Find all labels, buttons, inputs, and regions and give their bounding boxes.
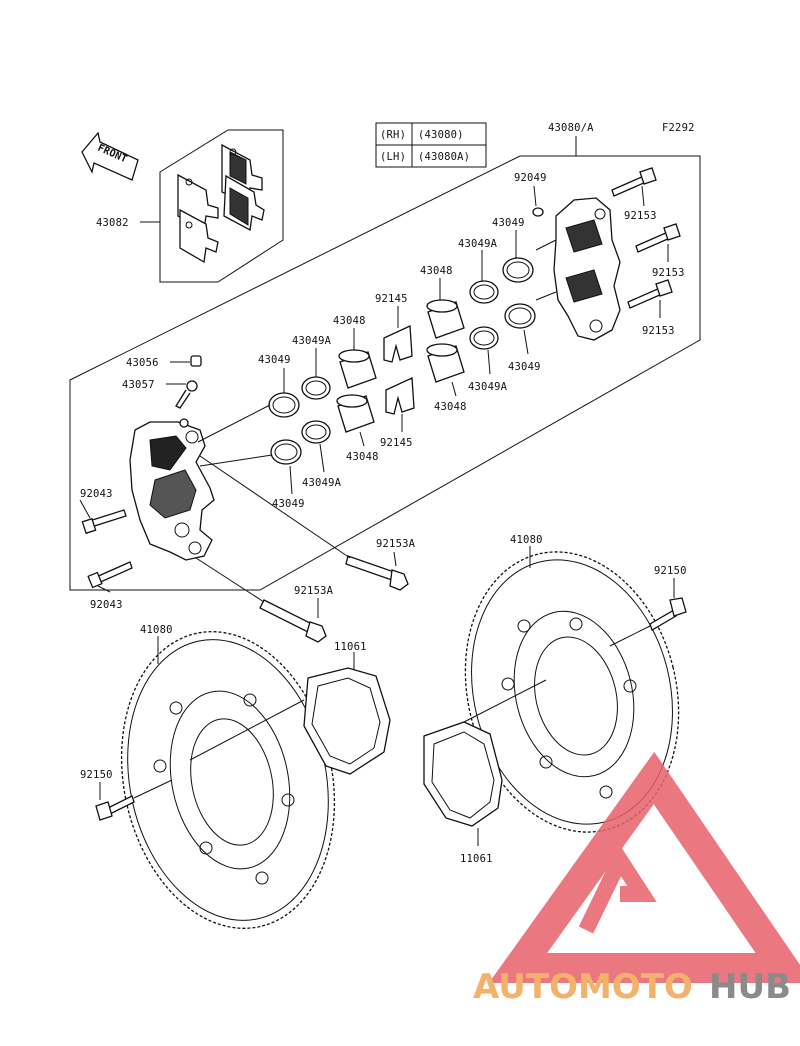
label-bleeder: 43057 bbox=[122, 379, 155, 391]
label-seal-43049a-3: 43049A bbox=[458, 238, 498, 250]
ring-92049 bbox=[532, 207, 544, 217]
disc-left bbox=[120, 631, 336, 929]
bleeder-cap bbox=[190, 355, 202, 367]
caliper-body-right bbox=[553, 197, 621, 341]
legend-part-rh: (43080) bbox=[418, 129, 464, 141]
seal-43049-1 bbox=[268, 392, 300, 418]
label-spring-92145-2: 92145 bbox=[380, 437, 413, 449]
label-disc-right: 41080 bbox=[510, 534, 543, 546]
label-shim-right: 11061 bbox=[460, 853, 493, 865]
seal-43049a-1 bbox=[301, 376, 331, 400]
label-bolt-92153a-2: 92153A bbox=[294, 585, 334, 597]
label-shim-left: 11061 bbox=[334, 641, 367, 653]
seal-43049-2 bbox=[270, 439, 302, 465]
bolt-92153-2 bbox=[635, 223, 681, 253]
figure-code: F2292 bbox=[662, 122, 695, 134]
label-bolt-92153a-1: 92153A bbox=[376, 538, 416, 550]
seal-43049-3 bbox=[502, 257, 534, 283]
label-spring-92145-1: 92145 bbox=[375, 293, 408, 305]
legend-side-lh: (LH) bbox=[380, 151, 406, 163]
label-piston-43048-3: 43048 bbox=[420, 265, 453, 277]
spring-92145-1 bbox=[383, 325, 413, 363]
label-bolt-92153-3: 92153 bbox=[642, 325, 675, 337]
label-piston-43048-1: 43048 bbox=[333, 315, 366, 327]
front-arrow: FRONT bbox=[81, 131, 139, 181]
label-seal-43049a-1: 43049A bbox=[292, 335, 332, 347]
label-bolt-92153-2: 92153 bbox=[652, 267, 685, 279]
piston-43048-1 bbox=[338, 349, 377, 389]
legend-table: (RH) (43080) (LH) (43080A) bbox=[375, 122, 487, 168]
caliper-body-left bbox=[129, 421, 215, 561]
label-disc-left: 41080 bbox=[140, 624, 173, 636]
pads-box bbox=[159, 129, 284, 283]
seal-43049a-4 bbox=[469, 326, 499, 350]
shim-right bbox=[423, 721, 503, 827]
label-seal-43049-2: 43049 bbox=[272, 498, 305, 510]
watermark-auto-text: AUTOMOTO bbox=[473, 967, 693, 1007]
bolt-92153a-2 bbox=[259, 599, 327, 643]
bolt-92043-b bbox=[87, 561, 133, 589]
label-piston-43048-2: 43048 bbox=[346, 451, 379, 463]
label-piston-43048-4: 43048 bbox=[434, 401, 467, 413]
seal-43049-4 bbox=[504, 303, 536, 329]
label-seal-43049a-4: 43049A bbox=[468, 381, 508, 393]
label-bolt-92150-right: 92150 bbox=[654, 565, 687, 577]
bolt-92153-3 bbox=[627, 279, 673, 309]
watermark-hub-text: HUB bbox=[709, 967, 791, 1007]
bolt-92150-right bbox=[649, 597, 687, 631]
label-bleeder-cap: 43056 bbox=[126, 357, 159, 369]
label-seal-43049a-2: 43049A bbox=[302, 477, 342, 489]
bolt-92153a-1 bbox=[345, 555, 409, 591]
label-seal-43049-3: 43049 bbox=[492, 217, 525, 229]
label-bolt-92153-1: 92153 bbox=[624, 210, 657, 222]
label-seal-43049-1: 43049 bbox=[258, 354, 291, 366]
watermark-text: AUTOMOTO HUB bbox=[473, 967, 791, 1007]
piston-43048-3 bbox=[426, 299, 465, 339]
label-bolt-92043-a: 92043 bbox=[80, 488, 113, 500]
shim-left bbox=[303, 667, 391, 775]
legend-part-lh: (43080A) bbox=[418, 151, 470, 163]
label-bolt-92150-left: 92150 bbox=[80, 769, 113, 781]
bolt-92150-left bbox=[95, 795, 135, 821]
bleeder-valve bbox=[175, 380, 198, 428]
legend-side-rh: (RH) bbox=[380, 129, 406, 141]
label-seal-43049-4: 43049 bbox=[508, 361, 541, 373]
piston-43048-4 bbox=[426, 343, 465, 383]
seal-43049a-3 bbox=[469, 280, 499, 304]
label-ring-92049: 92049 bbox=[514, 172, 547, 184]
label-pads: 43082 bbox=[96, 217, 129, 229]
watermark-logo bbox=[488, 751, 800, 983]
piston-43048-2 bbox=[336, 394, 375, 433]
bolt-92153-1 bbox=[611, 167, 657, 197]
label-caliper-assy: 43080/A bbox=[548, 122, 594, 134]
bolt-92043-a bbox=[81, 509, 127, 535]
seal-43049a-2 bbox=[301, 420, 331, 444]
caliper-group-outline bbox=[69, 155, 701, 591]
spring-92145-2 bbox=[385, 377, 415, 415]
label-bolt-92043-b: 92043 bbox=[90, 599, 123, 611]
